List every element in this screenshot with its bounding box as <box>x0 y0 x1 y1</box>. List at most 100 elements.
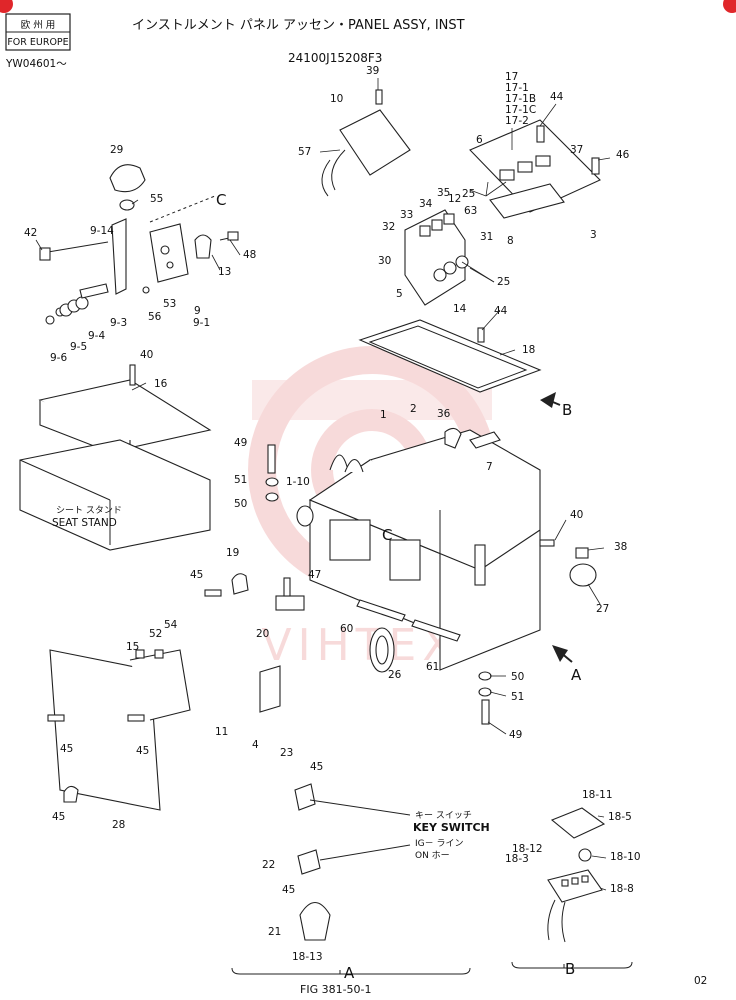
callout: 29 <box>110 144 123 156</box>
callout: 19 <box>226 547 239 559</box>
page-title: インストルメント パネル アッセン・PANEL ASSY, INST <box>132 18 465 33</box>
callout: 35 <box>437 187 450 199</box>
callout: 18-11 <box>582 789 613 801</box>
panel-frame-plate <box>358 319 542 393</box>
view-letter-a: A <box>571 666 582 684</box>
callout: 18-12 <box>512 843 543 855</box>
view-arrows <box>540 392 573 663</box>
callout: 18-13 <box>292 951 323 963</box>
callout: 15 <box>126 641 139 653</box>
key-switch-line-2: ON ホー <box>415 850 450 861</box>
callout: 48 <box>243 249 256 261</box>
assembly-part-number: 24100J15208F3 <box>288 51 382 65</box>
callout: 9-14 <box>90 225 114 237</box>
corner-marker-right <box>723 0 736 13</box>
callout: 44 <box>550 91 564 103</box>
callout: 40 <box>570 509 583 521</box>
callout: 52 <box>149 628 162 640</box>
callout: 9 <box>194 305 201 317</box>
callout: 47 <box>308 569 321 581</box>
callout: 17-1B <box>505 93 536 105</box>
callout: 21 <box>268 926 281 938</box>
callout: 55 <box>150 193 163 205</box>
figure-number: FIG 381-50-1 <box>300 983 372 996</box>
callout: 9-1 <box>193 317 210 329</box>
callout: 37 <box>570 144 583 156</box>
relay-assembly <box>511 807 633 969</box>
key-switch-line-1: IG－ ライン <box>415 838 464 849</box>
region-en: FOR EUROPE <box>7 37 68 48</box>
callout: 20 <box>256 628 269 640</box>
leader-lines <box>35 78 611 891</box>
callout: 49 <box>234 437 247 449</box>
callout: 17 <box>505 71 518 83</box>
callout: 57 <box>298 146 311 158</box>
callout: 5 <box>396 288 403 300</box>
callout: 31 <box>480 231 493 243</box>
callout: 42 <box>24 227 37 239</box>
callout: 3 <box>590 229 597 241</box>
key-switch-label-jp: キー スイッチ <box>415 810 472 821</box>
panel-plate <box>469 119 601 213</box>
callout: 34 <box>419 198 433 210</box>
callout: 12 <box>448 193 461 205</box>
switch-panel-assembly <box>321 89 601 306</box>
callout: 17-1 <box>505 82 529 94</box>
seat-stand-label-en: SEAT STAND <box>52 517 117 529</box>
callout: 18-3 <box>505 853 529 865</box>
knob-part <box>109 164 146 193</box>
callout: 51 <box>234 474 247 486</box>
view-letter-b-bottom: B <box>565 960 575 978</box>
callout: 16 <box>154 378 168 390</box>
callout: 54 <box>164 619 178 631</box>
callout: 18-8 <box>610 883 634 895</box>
callout: 9-5 <box>70 341 87 353</box>
callout: 32 <box>382 221 395 233</box>
seat-stand-cover: シート スタンド SEAT STAND <box>19 364 212 551</box>
callout: 25 <box>462 188 475 200</box>
callout: 11 <box>215 726 228 738</box>
key-switch-label-en: KEY SWITCH <box>413 821 490 834</box>
callout: 45 <box>310 761 323 773</box>
callout: 7 <box>486 461 493 473</box>
callout: 26 <box>388 669 402 681</box>
callout: 50 <box>511 671 524 683</box>
callout-numbers: 39 10 57 17 17-1 17-1B 17-1C 17-2 44 6 3… <box>24 65 641 963</box>
region-badge: 欧 州 用 FOR EUROPE <box>5 13 71 51</box>
callout: 45 <box>60 743 73 755</box>
callout: 28 <box>112 819 125 831</box>
seat-stand-label-jp: シート スタンド <box>56 505 122 516</box>
callout: 13 <box>218 266 231 278</box>
callout: 17-2 <box>505 115 529 127</box>
callout: 38 <box>614 541 627 553</box>
callout: 49 <box>509 729 522 741</box>
view-letter-c-top: C <box>216 191 226 209</box>
callout: 17-1C <box>505 104 536 116</box>
callout: 1 <box>380 409 387 421</box>
callout: 18-10 <box>610 851 641 863</box>
callout: 44 <box>494 305 508 317</box>
callout: 61 <box>426 661 439 673</box>
callout: 8 <box>507 235 514 247</box>
callout: 45 <box>136 745 149 757</box>
callout: 9-3 <box>110 317 127 329</box>
serial-number: YW04601～ <box>5 58 67 70</box>
side-panel-4 <box>47 649 191 811</box>
callout: 6 <box>476 134 483 146</box>
callout: 45 <box>190 569 203 581</box>
callout: 39 <box>366 65 379 77</box>
frame-hardware <box>204 427 597 725</box>
callout: 9-6 <box>50 352 67 364</box>
key-switch-assembly: キー スイッチ KEY SWITCH IG－ ライン ON ホー <box>231 783 490 975</box>
callout: 18-5 <box>608 811 632 823</box>
callout: 14 <box>453 303 467 315</box>
cover-part <box>339 109 411 176</box>
view-letter-c-mid: C <box>382 526 392 544</box>
callout: 40 <box>140 349 153 361</box>
callout: 1-10 <box>286 476 310 488</box>
callout: 2 <box>410 403 417 415</box>
callout: 9-4 <box>88 330 105 342</box>
page-code: 02 <box>694 975 707 987</box>
callout: 60 <box>340 623 353 635</box>
